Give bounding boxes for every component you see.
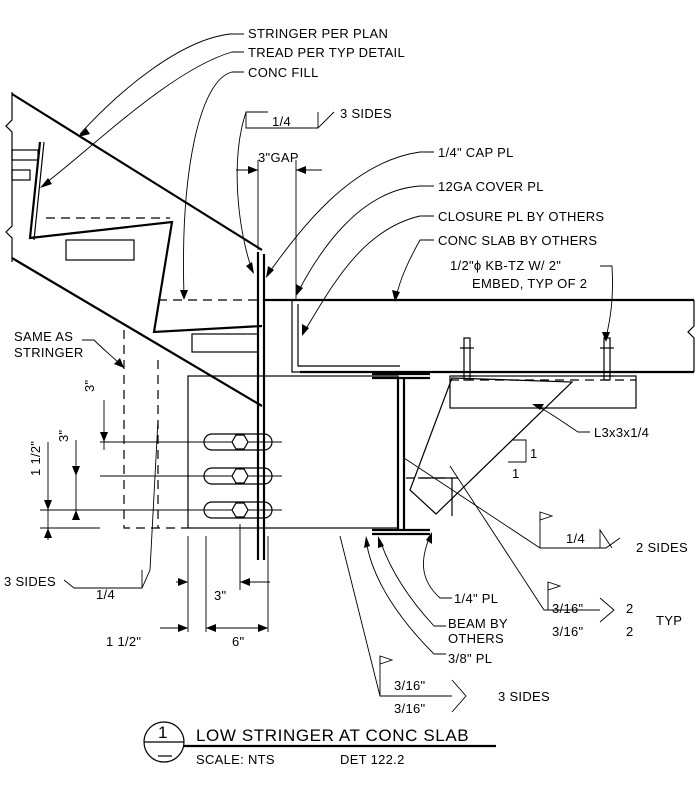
weld-top-size: 1/4 bbox=[272, 114, 291, 129]
dim-gap: 3"GAP bbox=[258, 150, 299, 165]
weld-left-note: 3 SIDES bbox=[4, 574, 56, 589]
leader-lines bbox=[40, 33, 613, 655]
label-same-as-1: SAME AS bbox=[14, 329, 73, 344]
label-beam-2: OTHERS bbox=[448, 631, 504, 646]
label-beam-1: BEAM BY bbox=[448, 616, 508, 631]
label-three-eighths-pl: 3/8" PL bbox=[448, 651, 492, 666]
dim-horiz-6: 6" bbox=[232, 634, 245, 649]
dim-vert-3b: 3" bbox=[56, 429, 71, 442]
anchor-bolt-1 bbox=[460, 337, 474, 381]
weld-symbols bbox=[63, 111, 621, 713]
weld-left-size: 1/4 bbox=[96, 587, 115, 602]
label-same-as-2: STRINGER bbox=[14, 345, 84, 360]
weld-typ-size-bottom: 3/16" bbox=[552, 624, 584, 639]
weld-right-size: 1/4 bbox=[566, 531, 585, 546]
label-stringer: STRINGER PER PLAN bbox=[248, 26, 388, 41]
weld-typ-note: TYP bbox=[656, 613, 682, 628]
anchor-bolt-2 bbox=[600, 337, 614, 381]
detail-reference: DET 122.2 bbox=[340, 752, 405, 767]
dim-vert-1half: 1 1/2" bbox=[28, 441, 43, 476]
label-cover-pl: 12GA COVER PL bbox=[438, 179, 544, 194]
detail-title: LOW STRINGER AT CONC SLAB bbox=[196, 726, 469, 745]
weld-right-note: 2 SIDES bbox=[636, 540, 688, 555]
dimension-lines bbox=[40, 160, 527, 632]
weld-typ-size-top: 3/16" bbox=[552, 601, 584, 616]
dimension-labels: 3"GAP 3" 3" 1 1/2" 3" 1 1/2" 6" 1 1 bbox=[28, 150, 538, 649]
beam-by-others bbox=[100, 330, 574, 536]
callout-labels: STRINGER PER PLAN TREAD PER TYP DETAIL C… bbox=[14, 26, 649, 666]
label-anchor-line1: 1/2"ϕ KB-TZ W/ 2" bbox=[450, 258, 561, 273]
label-closure-pl: CLOSURE PL BY OTHERS bbox=[438, 209, 604, 224]
label-conc-slab: CONC SLAB BY OTHERS bbox=[438, 233, 597, 248]
bolt-row bbox=[100, 433, 282, 519]
weld-bottom-note: 3 SIDES bbox=[498, 689, 550, 704]
label-angle: L3x3x1/4 bbox=[594, 425, 649, 440]
weld-labels: 1/4 3 SIDES 3 SIDES 1/4 1/4 2 SIDES 3/16… bbox=[4, 106, 688, 716]
title-block: 1 LOW STRINGER AT CONC SLAB SCALE: NTS D… bbox=[143, 721, 496, 767]
weld-top-note: 3 SIDES bbox=[340, 106, 392, 121]
dim-horiz-3: 3" bbox=[214, 588, 227, 603]
concrete-slab bbox=[264, 298, 695, 409]
slope-rise: 1 bbox=[530, 446, 538, 461]
dim-vert-3a: 3" bbox=[82, 379, 97, 392]
weld-bottom-size-bottom: 3/16" bbox=[394, 701, 426, 716]
weld-typ-len-bottom: 2 bbox=[626, 624, 634, 639]
label-conc-fill: CONC FILL bbox=[248, 65, 319, 80]
stair-stringer bbox=[5, 92, 266, 560]
label-quarter-pl: 1/4" PL bbox=[454, 591, 498, 606]
detail-scale: SCALE: NTS bbox=[196, 752, 275, 767]
label-cap-pl: 1/4" CAP PL bbox=[438, 145, 514, 160]
weld-bottom-size-top: 3/16" bbox=[394, 678, 426, 693]
label-anchor-line2: EMBED, TYP OF 2 bbox=[472, 276, 587, 291]
label-tread: TREAD PER TYP DETAIL bbox=[248, 45, 405, 60]
detail-number: 1 bbox=[158, 723, 168, 742]
dim-horiz-1half: 1 1/2" bbox=[106, 634, 141, 649]
slope-run: 1 bbox=[512, 466, 520, 481]
weld-typ-len-top: 2 bbox=[626, 601, 634, 616]
